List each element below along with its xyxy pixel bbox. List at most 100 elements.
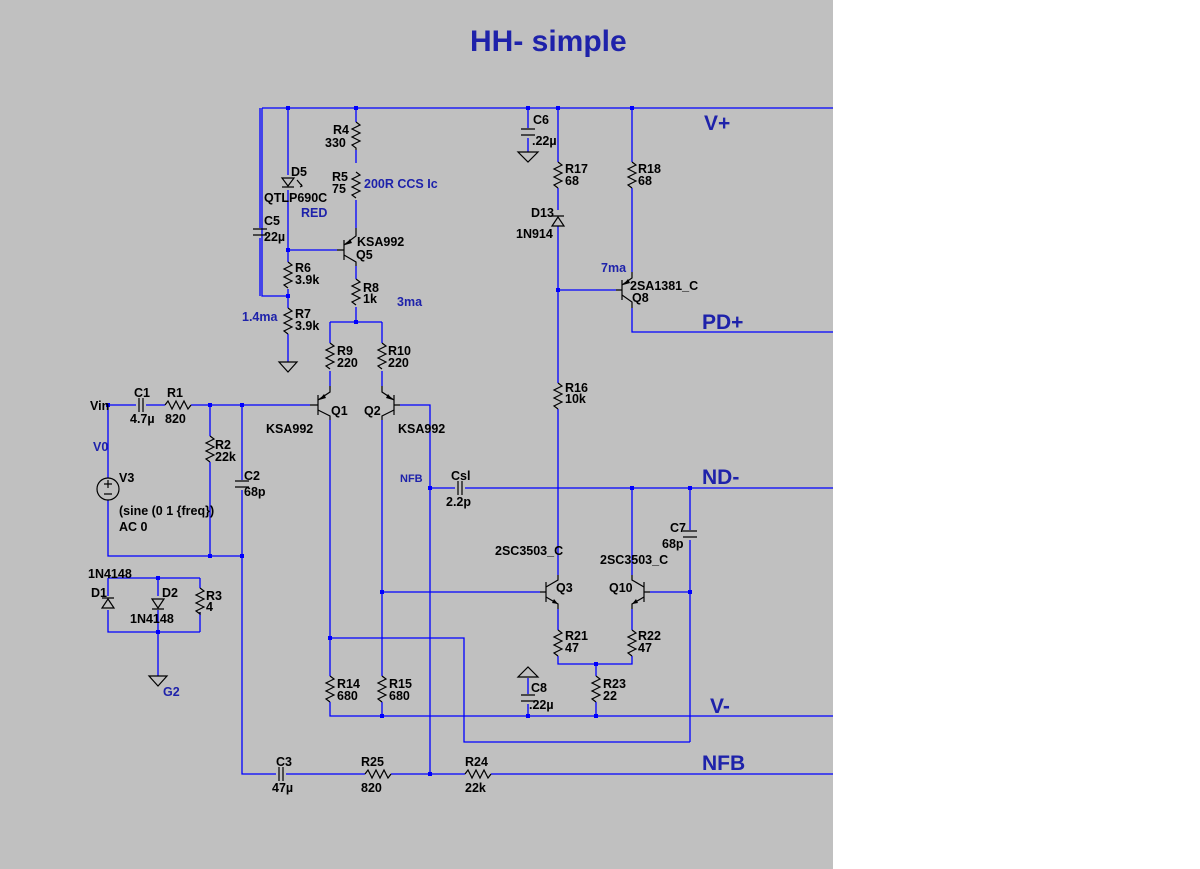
led-arrows-icon: [296, 179, 303, 188]
wire: [241, 405, 276, 775]
label-value: 1N4148: [88, 567, 132, 581]
label-ref: R6: [295, 261, 311, 275]
resistor-r3: [194, 587, 206, 616]
transistor-q2: [381, 386, 400, 420]
resistor-r2: [204, 435, 216, 463]
transistor-q8: [616, 272, 633, 308]
label-value: 2SA1381_C: [630, 279, 698, 293]
resistor-r21: [552, 629, 564, 657]
label-ref: Q3: [556, 581, 573, 595]
annotations: 200R CCS Ic RED 1.4ma 3ma 7ma: [242, 177, 627, 324]
label-value: KSA992: [357, 235, 404, 249]
label-value: 47: [638, 641, 652, 655]
label-ref: R21: [565, 629, 588, 643]
label-value: 47: [565, 641, 579, 655]
wires: [107, 107, 833, 775]
resistor-r4: [350, 121, 362, 150]
resistor-r16: [552, 382, 564, 410]
label-ref: C7: [670, 521, 686, 535]
label-value: 680: [337, 689, 358, 703]
label-value: 220: [337, 356, 358, 370]
label-value: 68: [638, 174, 652, 188]
transistor-q5: [337, 228, 357, 266]
label-ref: R2: [215, 438, 231, 452]
capacitor-c7: [683, 530, 697, 538]
ground-icon: [516, 666, 540, 678]
label-value: 220: [388, 356, 409, 370]
rail-pdplus: PD+: [702, 311, 743, 334]
label-ref: R17: [565, 162, 588, 176]
label-ref: R5: [332, 170, 348, 184]
resistor-r8: [350, 278, 362, 306]
label-ref: R9: [337, 344, 353, 358]
capacitor-c2: [235, 480, 249, 488]
label-value: 47µ: [272, 781, 293, 795]
label-ref: Q2: [364, 404, 381, 418]
transistor-q3: [540, 575, 559, 609]
annotation-led-color: RED: [301, 206, 327, 220]
label-ref: D1: [91, 586, 107, 600]
resistor-r1: [164, 399, 192, 411]
label-value: 4.7µ: [130, 412, 155, 426]
label-value: 1N4148: [130, 612, 174, 626]
label-value: 1N914: [516, 227, 553, 241]
label-ref: R7: [295, 307, 311, 321]
grounds: [147, 151, 540, 687]
label-ref: Q8: [632, 291, 649, 305]
label-value: 68p: [244, 485, 266, 499]
label-ref: R24: [465, 755, 488, 769]
label-ref: R10: [388, 344, 411, 358]
net-v0: V0: [93, 440, 108, 454]
resistor-r18: [626, 161, 638, 189]
transistors: [310, 228, 650, 609]
label-ref: Csl: [451, 469, 470, 483]
label-value: QTLP690C: [264, 191, 327, 205]
resistors: [164, 121, 638, 780]
rail-vplus: V+: [704, 112, 730, 135]
schematic-title: HH- simple: [470, 25, 627, 58]
transistor-q10: [631, 575, 650, 609]
label-value: 22µ: [264, 230, 285, 244]
label-ref: D2: [162, 586, 178, 600]
net-labels: Vin V0 NFB G2: [90, 399, 423, 699]
transistor-q1: [310, 386, 331, 420]
resistor-r6: [282, 261, 294, 289]
label-value: 2SC3503_C: [600, 553, 668, 567]
label-ref: Q1: [331, 404, 348, 418]
label-ref: R18: [638, 162, 661, 176]
rail-labels: V+ PD+ ND- V- NFB: [702, 112, 745, 775]
resistor-r5: [350, 171, 362, 199]
label-ref: C6: [533, 113, 549, 127]
label-value: 22k: [215, 450, 236, 464]
label-value: 680: [389, 689, 410, 703]
rail-nfb: NFB: [702, 752, 745, 775]
label-value: 22k: [465, 781, 486, 795]
resistor-r7: [282, 307, 294, 335]
label-value: KSA992: [266, 422, 313, 436]
diode-d13: [550, 215, 566, 227]
label-value: 820: [361, 781, 382, 795]
capacitor-c5: [253, 228, 267, 236]
label-ref: R25: [361, 755, 384, 769]
label-ref: C5: [264, 214, 280, 228]
resistor-r17: [552, 161, 564, 189]
capacitor-c8: [521, 694, 535, 702]
rail-vminus: V-: [710, 695, 730, 718]
label-value: KSA992: [398, 422, 445, 436]
wire: [107, 405, 242, 557]
resistor-r10: [376, 342, 388, 370]
label-value: 2.2p: [446, 495, 471, 509]
label-value: 10k: [565, 392, 586, 406]
label-ref: R1: [167, 386, 183, 400]
label-ref: R16: [565, 381, 588, 395]
wire: [107, 577, 201, 633]
resistor-r22: [626, 629, 638, 657]
voltage-source-v3: [96, 477, 120, 501]
diode-d2: [150, 598, 166, 610]
label-value: 330: [325, 136, 346, 150]
capacitors: [138, 128, 697, 781]
label-ref: R3: [206, 589, 222, 603]
label-ref: R4: [333, 123, 349, 137]
title-group: HH- simple: [470, 25, 627, 58]
label-value: 75: [332, 182, 346, 196]
